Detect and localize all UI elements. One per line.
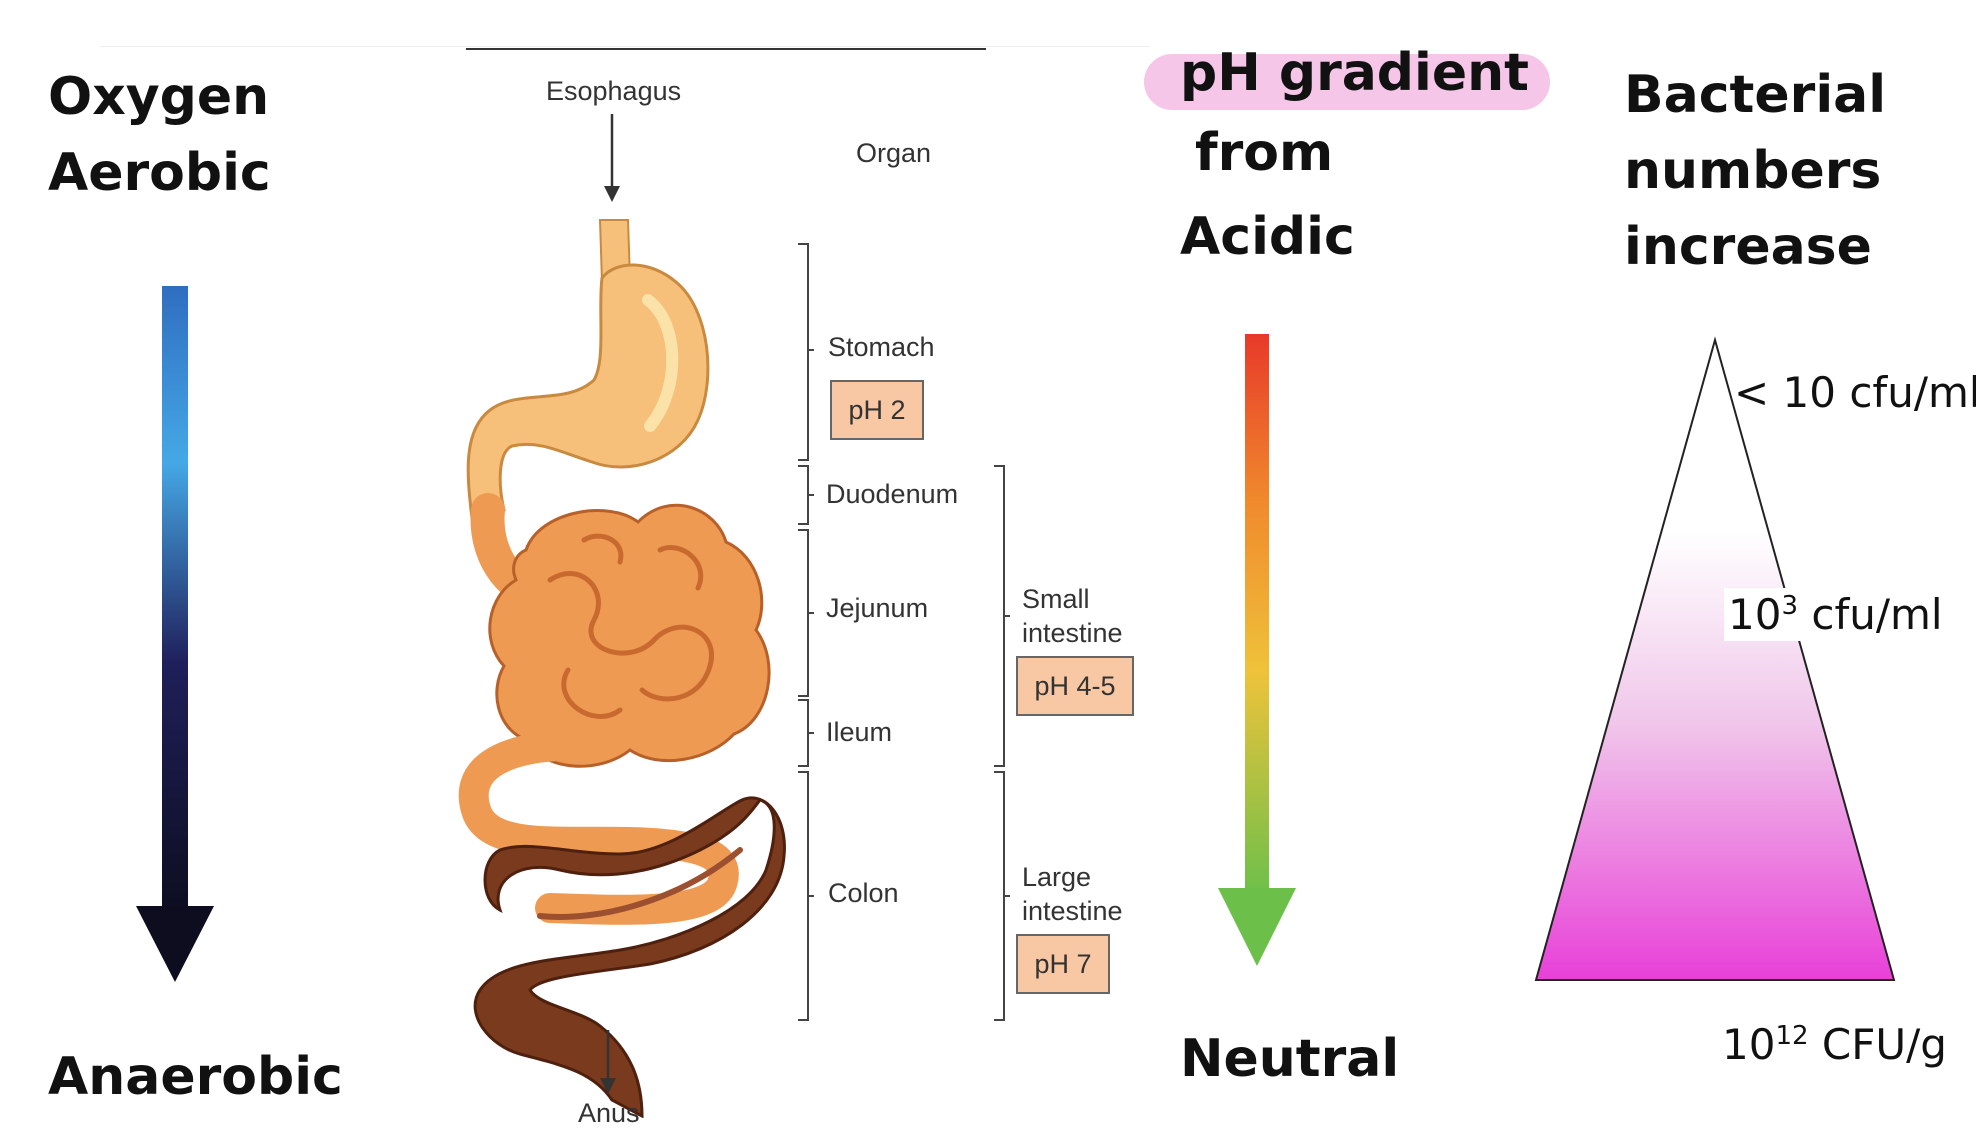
- esophagus-label: Esophagus: [546, 76, 682, 106]
- bacteria-title-2: numbers: [1624, 141, 1882, 201]
- large-intestine-ph-box: pH 7: [1016, 934, 1110, 994]
- high-count-label: 1012 CFU/g: [1722, 1020, 1947, 1069]
- organ-column-header: Organ: [856, 138, 932, 168]
- oxygen-arrow-shaft: [162, 286, 188, 916]
- ph-arrow-shaft: [1245, 334, 1269, 896]
- stomach-label: Stomach: [828, 332, 935, 362]
- colon-bracket: [798, 771, 814, 1021]
- ileum-label: Ileum: [826, 717, 893, 747]
- acidic-label: Acidic: [1180, 207, 1355, 267]
- ileum-bracket: [798, 699, 814, 767]
- small-intestine-ph-box: pH 4-5: [1016, 656, 1134, 716]
- colon-label: Colon: [828, 878, 899, 908]
- organ-brackets: [798, 243, 1010, 1021]
- jejunum-bracket: [798, 529, 814, 697]
- top-faint-line: [100, 46, 1150, 47]
- bacteria-title-1: Bacterial: [1624, 65, 1887, 125]
- stomach-highlight: [642, 294, 679, 432]
- jejunum-label: Jejunum: [826, 593, 929, 623]
- oxygen-title: Oxygen: [48, 67, 270, 127]
- digestive-tract-illustration: [458, 114, 786, 1118]
- small-intestine-label-2: intestine: [1022, 618, 1123, 648]
- large-intestine-label-2: intestine: [1022, 896, 1123, 926]
- jejunum: [488, 503, 771, 768]
- aerobic-label: Aerobic: [48, 143, 271, 203]
- anus-arrow-head: [600, 1078, 616, 1094]
- large-intestine-bracket: [994, 771, 1010, 1021]
- jejunum-folds: [547, 533, 714, 719]
- stomach: [466, 263, 710, 520]
- oxygen-arrow-head: [136, 906, 214, 982]
- ph-arrow-head: [1218, 888, 1296, 966]
- anaerobic-label: Anaerobic: [48, 1047, 343, 1107]
- small-intestine-label-1: Small: [1022, 584, 1090, 614]
- colon: [473, 796, 786, 1118]
- esophagus-arrow-head: [604, 186, 620, 202]
- ph-gradient-title: pH gradient: [1180, 43, 1529, 103]
- bacteria-triangle: [1534, 336, 1896, 981]
- small-intestine-bracket: [994, 465, 1010, 767]
- anus-label: Anus: [578, 1098, 640, 1128]
- ileum: [458, 731, 739, 925]
- neutral-label: Neutral: [1180, 1029, 1400, 1089]
- oxygen-arrow: [136, 286, 214, 982]
- duodenum-label: Duodenum: [826, 479, 959, 509]
- ph-gradient-arrow: [1218, 334, 1296, 966]
- colon-sheen: [537, 847, 743, 920]
- stomach-bracket: [798, 243, 814, 461]
- low-count-label: < 10 cfu/ml: [1734, 368, 1976, 417]
- diagram-top-rule: [466, 48, 986, 50]
- ph-gradient-highlight: [1144, 54, 1550, 110]
- bacteria-title-3: increase: [1624, 217, 1872, 277]
- stomach-ph-box: pH 2: [830, 380, 924, 440]
- bacteria-pyramid: [1534, 336, 1896, 981]
- mid-count-label: 103 cfu/ml: [1724, 588, 1947, 641]
- ph-gradient-from: from: [1195, 123, 1334, 183]
- duodenum-bracket: [798, 465, 814, 525]
- large-intestine-label-1: Large: [1022, 862, 1092, 892]
